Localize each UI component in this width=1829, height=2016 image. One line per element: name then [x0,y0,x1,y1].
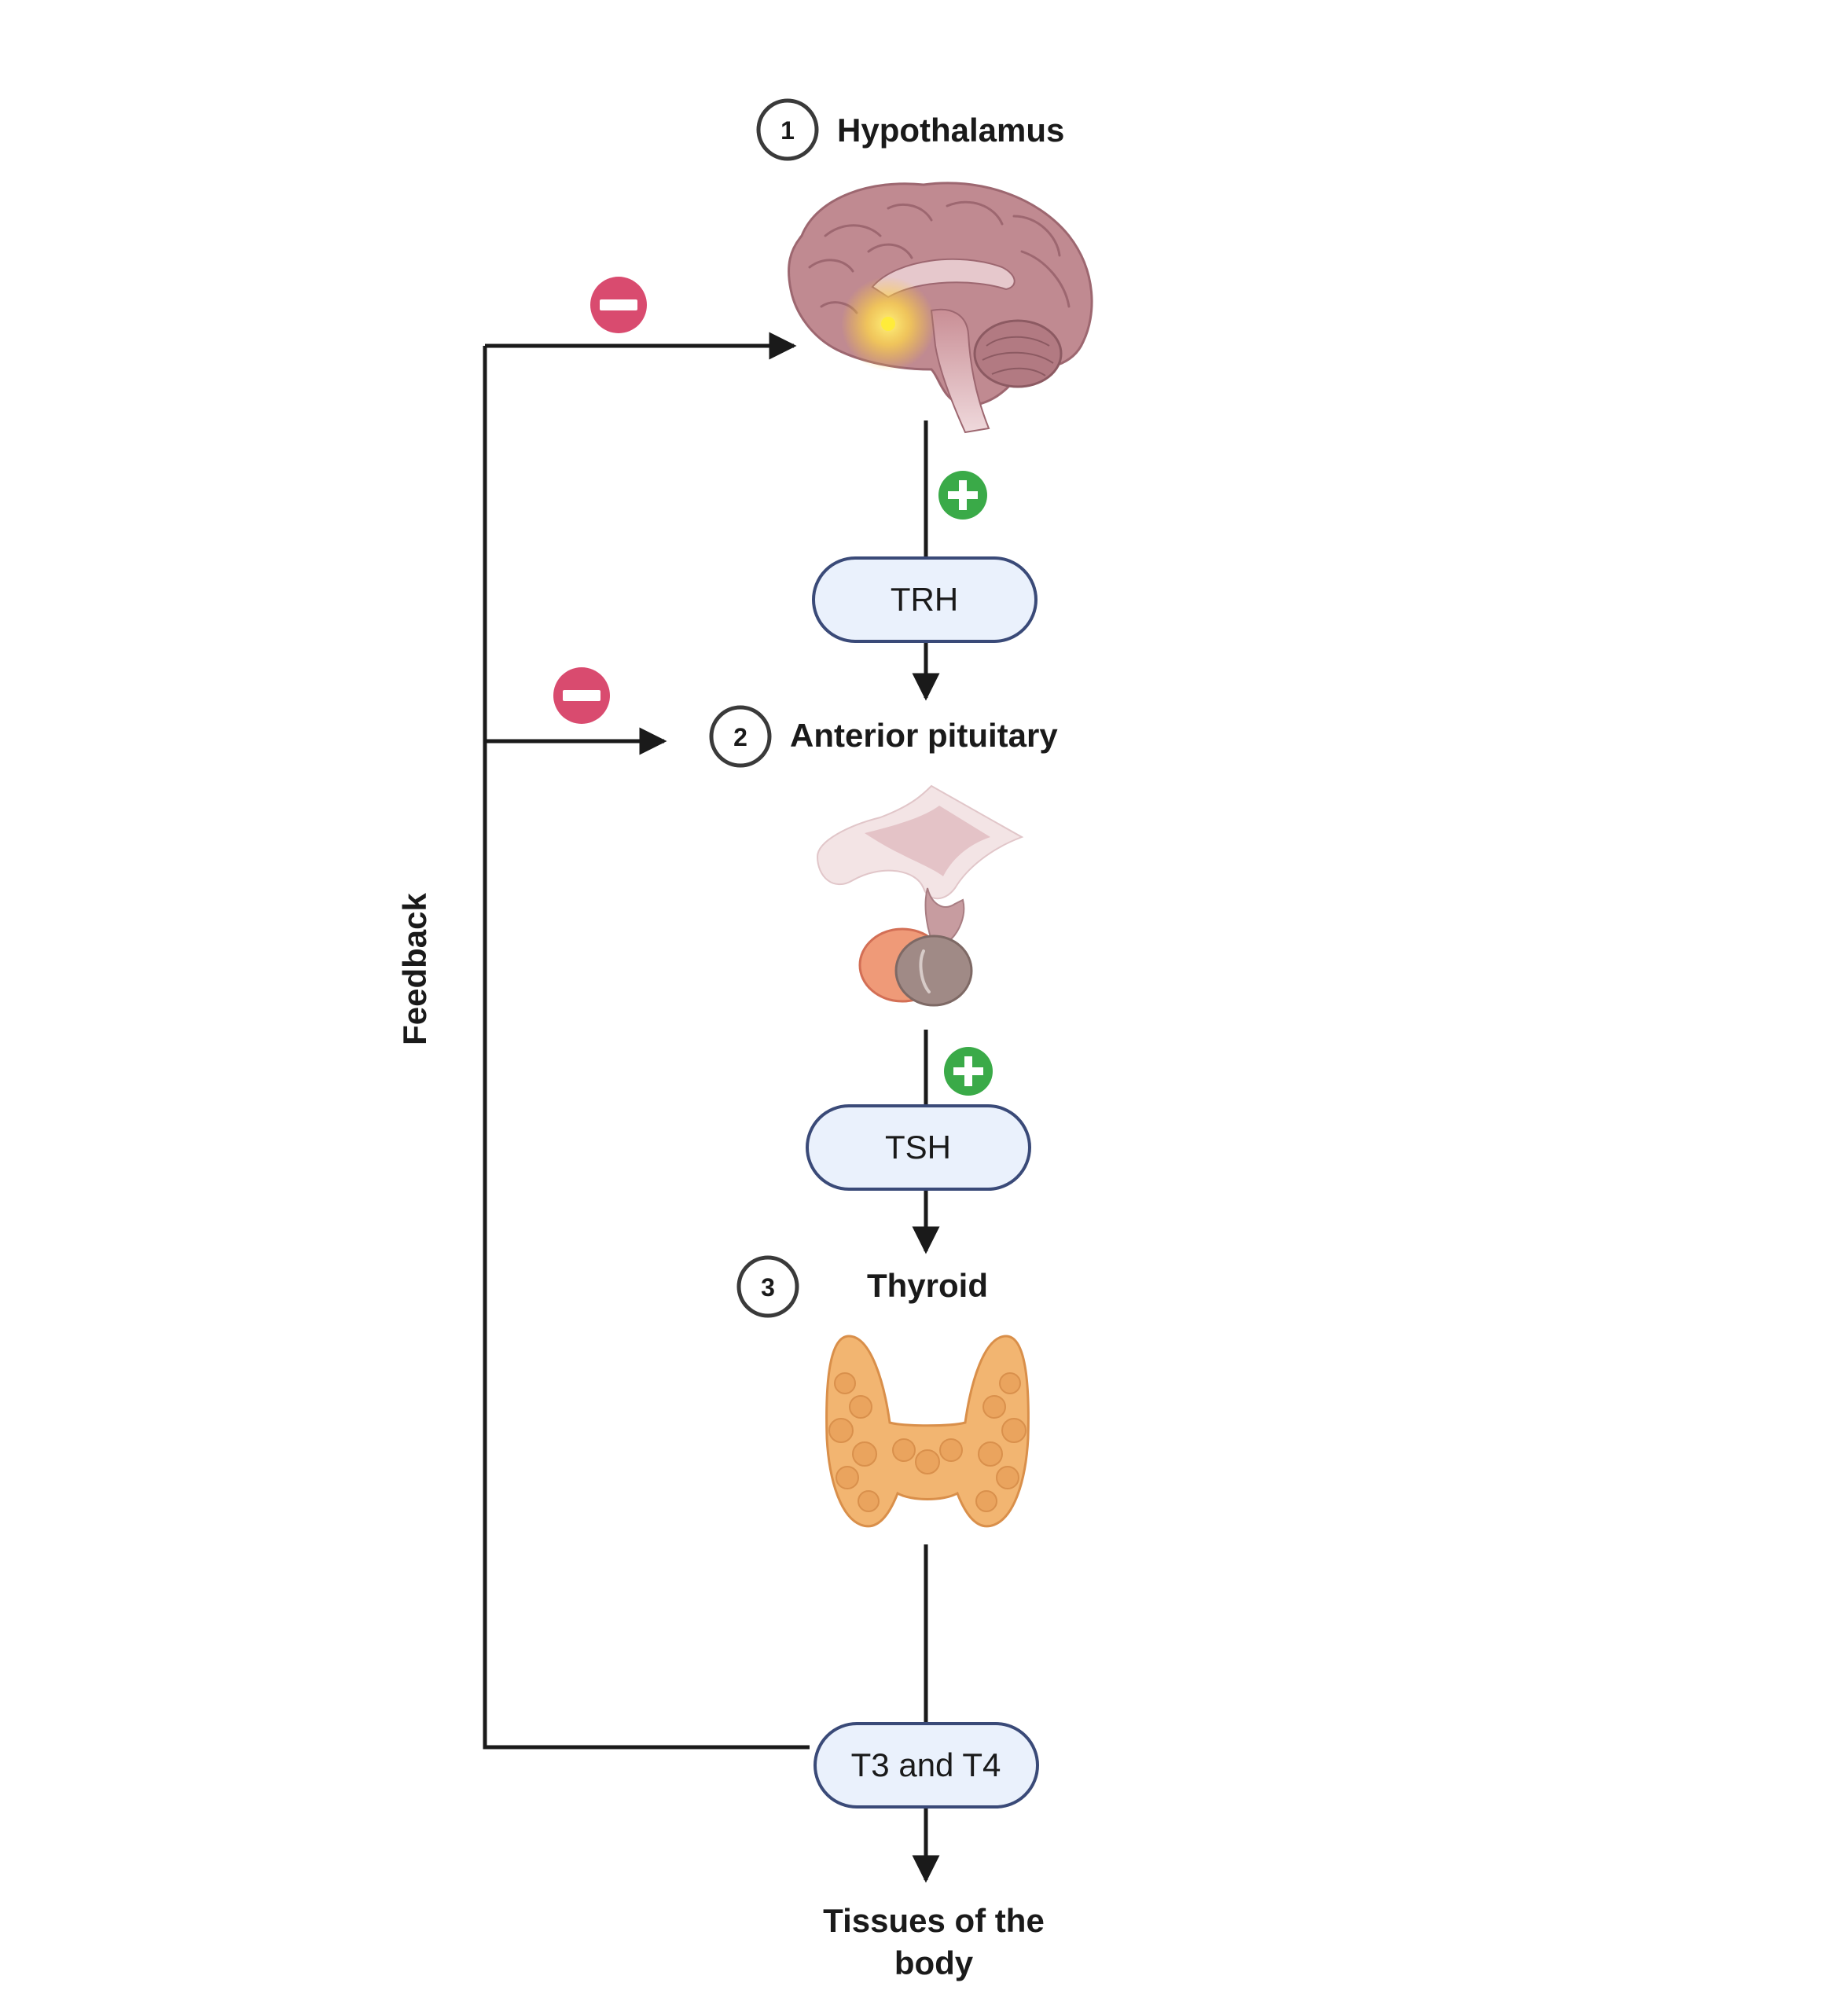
stimulate-sign-trh [938,471,987,520]
thyroid-illustration [825,1335,1030,1528]
t3-t4-pill: T3 and T4 [814,1722,1039,1809]
step-number-circle-3 [736,1255,799,1318]
third-ventricle-recess [865,806,990,876]
stimulate-sign-tsh [944,1047,993,1096]
step-number-circle-1 [756,98,819,161]
feedback-line [483,346,810,1750]
brainstem [930,308,990,434]
step-number-circle-2 [709,705,772,768]
hypothalamus-spot [881,317,895,331]
stage-2-header: 2 Anterior pituitary [709,705,1058,768]
tsh-label: TSH [885,1129,951,1166]
cerebellum [973,319,1063,388]
pituitary-illustration [816,784,1024,1007]
tissues-label-line1: Tissues of the [823,1902,1045,1939]
tissues-label-line2: body [894,1944,974,1981]
target-tissues: Tissues of the body [823,1902,1045,1981]
plus-icon-v [964,1056,972,1086]
posterior-lobe [894,935,973,1007]
stage-1-header: 1 Hypothalamus [756,98,1064,161]
hypothalamus-title: Hypothalamus [837,112,1064,149]
plus-icon-v [959,480,967,510]
feedback-label: Feedback [396,892,433,1045]
t3-t4-label: T3 and T4 [851,1746,1001,1783]
thyroid-gland [825,1335,1030,1528]
minus-icon-bar [563,690,600,701]
feedback-loop: Feedback [396,332,810,1750]
brain-illustration [788,182,1093,434]
step-number-2: 2 [733,723,747,751]
inhibit-sign-hypothalamus [590,277,647,333]
cerebellum-folds [982,336,1054,376]
pituitary-highlight [919,949,931,993]
inhibit-sign-pituitary [553,667,610,724]
trh-label: TRH [891,581,958,618]
thyroid-lobules [828,1372,1027,1512]
minus-icon-bar [600,299,637,310]
stage-3-header: 3 Thyroid [736,1255,988,1318]
thyroid-title: Thyroid [867,1267,988,1304]
pituitary-stalk [924,887,965,940]
step-number-1: 1 [780,116,795,145]
tsh-pill: TSH [806,1104,1031,1191]
anterior-pituitary-title: Anterior pituitary [790,717,1058,754]
trh-pill: TRH [812,556,1038,643]
step-number-3: 3 [761,1273,775,1302]
